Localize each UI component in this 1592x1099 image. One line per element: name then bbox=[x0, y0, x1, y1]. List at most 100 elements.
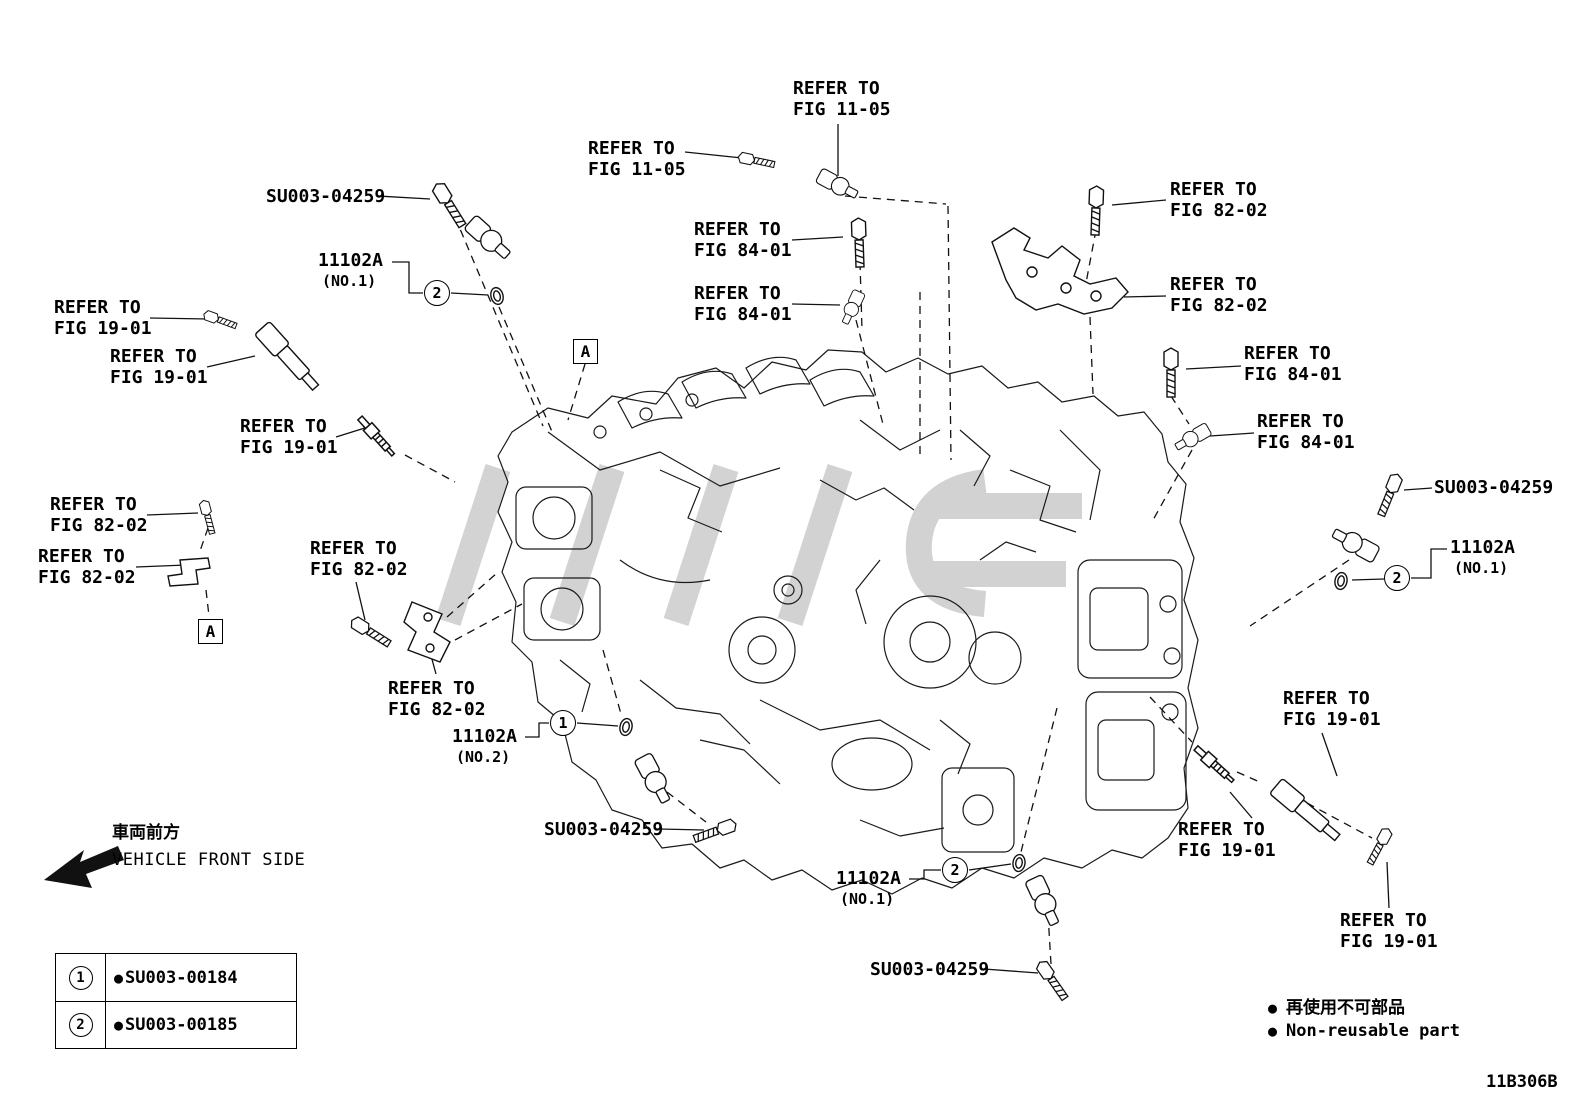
legend-row: 2 ● SU003-00185 bbox=[56, 1001, 296, 1048]
cam-sensor-icon bbox=[462, 213, 516, 264]
legend-marker-cell: 1 bbox=[56, 954, 106, 1001]
o-ring-icon bbox=[488, 285, 506, 307]
refer-to-line: REFER TO bbox=[1178, 819, 1265, 840]
ignition-coil-icon bbox=[253, 320, 324, 395]
part-number-su003-04259-label: SU003-04259 bbox=[870, 959, 989, 980]
non-reusable-legend: ●再使用不可部品 ●Non-reusable part bbox=[1268, 997, 1460, 1043]
refer-to-line: REFER TO bbox=[1340, 910, 1427, 931]
legend-part-number: SU003-00185 bbox=[125, 1015, 238, 1035]
part-number-text: SU003-04259 bbox=[870, 959, 990, 980]
part-number-text: 11102A bbox=[318, 250, 384, 271]
o-ring-icon bbox=[1011, 853, 1027, 873]
legend-row: 1 ● SU003-00184 bbox=[56, 954, 296, 1001]
engine-block-outline bbox=[497, 349, 1199, 895]
refer-to-fig-19-01-label: REFER TO FIG 19-01 bbox=[240, 416, 338, 458]
fig-ref-line: FIG 19-01 bbox=[1340, 931, 1438, 952]
refer-to-line: REFER TO bbox=[793, 78, 880, 99]
bolt-icon bbox=[1374, 471, 1405, 519]
watermark-logo bbox=[435, 463, 1082, 627]
refer-to-fig-84-01-label: REFER TO FIG 84-01 bbox=[694, 283, 792, 325]
circled-marker-1: 1 bbox=[68, 965, 93, 990]
legend-table: 1 ● SU003-00184 2 ● SU003-00185 bbox=[55, 953, 297, 1049]
bolt-icon bbox=[1033, 958, 1071, 1003]
part-number-text: 11102A bbox=[836, 868, 902, 889]
o-ring-icon bbox=[617, 716, 635, 738]
clip-bracket-icon bbox=[167, 557, 211, 587]
ignition-coil-icon bbox=[1268, 777, 1345, 846]
refer-to-line: REFER TO bbox=[588, 138, 675, 159]
part-number-su003-04259-label: SU003-04259 bbox=[544, 819, 663, 840]
legend-part-number: SU003-00184 bbox=[125, 967, 238, 988]
bolt-icon bbox=[201, 309, 239, 332]
refer-to-line: REFER TO bbox=[54, 297, 141, 318]
refer-to-fig-84-01-label: REFER TO FIG 84-01 bbox=[1257, 411, 1355, 453]
fig-ref-line: FIG 19-01 bbox=[1178, 840, 1276, 861]
bolt-icon bbox=[1163, 347, 1179, 398]
bolt-icon bbox=[198, 498, 218, 536]
non-reusable-bullet-icon: ● bbox=[114, 1016, 124, 1034]
part-number-note: (NO.1) bbox=[840, 890, 895, 908]
bolt-icon bbox=[1087, 185, 1105, 236]
bolt-icon bbox=[691, 817, 739, 846]
refer-to-line: REFER TO bbox=[1257, 411, 1344, 432]
refer-to-fig-84-01-label: REFER TO FIG 84-01 bbox=[1244, 343, 1342, 385]
bolt-icon bbox=[736, 151, 776, 171]
bolt-icon bbox=[1364, 825, 1395, 867]
spark-plug-icon bbox=[1191, 742, 1238, 787]
part-number-11102a-label: 11102A (NO.2) bbox=[452, 726, 517, 768]
boxed-marker-a: A bbox=[198, 619, 223, 644]
refer-to-fig-11-05-label: REFER TO FIG 11-05 bbox=[588, 138, 686, 180]
refer-to-fig-82-02-label: REFER TO FIG 82-02 bbox=[310, 538, 408, 580]
refer-to-line: REFER TO bbox=[240, 416, 327, 437]
non-reusable-bullet-icon: ● bbox=[1268, 1022, 1278, 1040]
refer-to-line: REFER TO bbox=[1170, 274, 1257, 295]
refer-to-line: REFER TO bbox=[110, 346, 197, 367]
part-number-note: (NO.1) bbox=[1454, 559, 1509, 577]
spark-plug-icon bbox=[354, 413, 399, 460]
legend-marker-cell: 2 bbox=[56, 1002, 106, 1048]
refer-to-line: REFER TO bbox=[310, 538, 397, 559]
fig-ref-line: FIG 82-02 bbox=[50, 515, 148, 536]
non-reusable-bullet-icon: ● bbox=[114, 968, 124, 987]
refer-to-fig-19-01-label: REFER TO FIG 19-01 bbox=[54, 297, 152, 339]
fig-ref-line: FIG 19-01 bbox=[240, 437, 338, 458]
fig-ref-line: FIG 82-02 bbox=[38, 567, 136, 588]
circled-marker-1: 1 bbox=[550, 710, 576, 736]
refer-to-fig-82-02-label: REFER TO FIG 82-02 bbox=[38, 546, 136, 588]
part-number-11102a-label: 11102A (NO.1) bbox=[318, 250, 383, 292]
fig-ref-line: FIG 82-02 bbox=[1170, 200, 1268, 221]
refer-to-fig-19-01-label: REFER TO FIG 19-01 bbox=[1178, 819, 1276, 861]
refer-to-fig-19-01-label: REFER TO FIG 19-01 bbox=[1340, 910, 1438, 952]
vehicle-front-en: VEHICLE FRONT SIDE bbox=[112, 850, 306, 870]
fig-ref-line: FIG 84-01 bbox=[694, 240, 792, 261]
part-number-su003-04259-label: SU003-04259 bbox=[266, 186, 385, 207]
diagram-code: 11B306B bbox=[1486, 1072, 1558, 1092]
refer-to-fig-84-01-label: REFER TO FIG 84-01 bbox=[694, 219, 792, 261]
fig-ref-line: FIG 19-01 bbox=[54, 318, 152, 339]
refer-to-line: REFER TO bbox=[38, 546, 125, 567]
circled-marker-2: 2 bbox=[424, 280, 450, 306]
refer-to-line: REFER TO bbox=[50, 494, 137, 515]
hardware-parts bbox=[167, 151, 1405, 1003]
part-number-text: 11102A bbox=[452, 726, 518, 747]
refer-to-line: REFER TO bbox=[694, 283, 781, 304]
dashed-leader-lines bbox=[199, 195, 1373, 965]
leader-lines bbox=[135, 124, 1447, 974]
vehicle-front-jp: 車両前方 bbox=[112, 823, 180, 843]
fig-ref-line: FIG 11-05 bbox=[588, 159, 686, 180]
fig-ref-line: FIG 82-02 bbox=[388, 699, 486, 720]
fig-ref-line: FIG 19-01 bbox=[110, 367, 208, 388]
non-reusable-bullet-icon: ● bbox=[1268, 999, 1278, 1017]
vehicle-front-label: 車両前方 VEHICLE FRONT SIDE bbox=[112, 818, 305, 870]
refer-to-line: REFER TO bbox=[694, 219, 781, 240]
fig-ref-line: FIG 82-02 bbox=[310, 559, 408, 580]
fig-ref-line: FIG 19-01 bbox=[1283, 709, 1381, 730]
circled-marker-2: 2 bbox=[68, 1013, 93, 1037]
fig-ref-line: FIG 84-01 bbox=[1257, 432, 1355, 453]
sensor-icon bbox=[1172, 421, 1213, 455]
refer-to-fig-11-05-label: REFER TO FIG 11-05 bbox=[793, 78, 891, 120]
refer-to-fig-82-02-label: REFER TO FIG 82-02 bbox=[388, 678, 486, 720]
refer-to-line: REFER TO bbox=[1283, 688, 1370, 709]
bolt-icon bbox=[850, 217, 868, 268]
